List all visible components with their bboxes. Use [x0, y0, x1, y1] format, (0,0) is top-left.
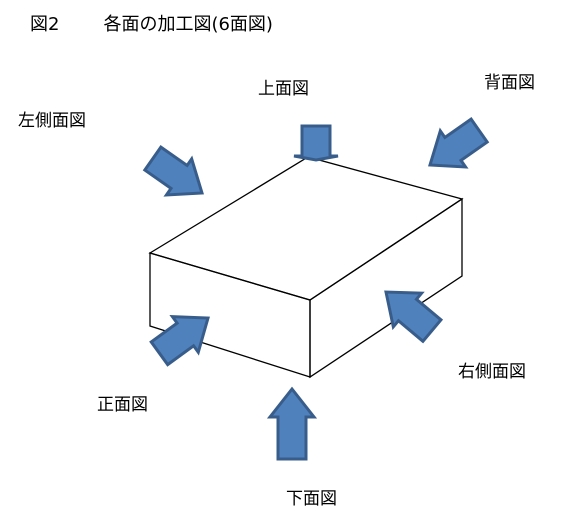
back-view-arrow-icon: [428, 117, 490, 169]
bottom-view-arrow-icon: [266, 386, 318, 461]
top-view-arrow-icon: [293, 124, 339, 162]
bottom-view-label: 下面図: [286, 489, 337, 509]
right-side-view-label: 右側面図: [458, 362, 526, 382]
front-view-arrow-icon: [149, 315, 210, 367]
view-arrows: [142, 117, 490, 461]
back-view-label: 背面図: [484, 73, 535, 93]
box: [148, 156, 464, 379]
right-side-view-arrow-icon: [384, 290, 444, 344]
left-side-view-arrow-icon: [142, 145, 204, 197]
figure-number: 図2: [30, 14, 60, 35]
left-side-view-label: 左側面図: [18, 111, 86, 131]
top-view-label: 上面図: [258, 79, 309, 99]
figure-title: 各面の加工図(6面図): [103, 14, 273, 35]
figure-heading: 図2 各面の加工図(6面図): [30, 10, 273, 36]
front-view-label: 正面図: [97, 395, 148, 415]
box-right-face: [309, 197, 463, 379]
